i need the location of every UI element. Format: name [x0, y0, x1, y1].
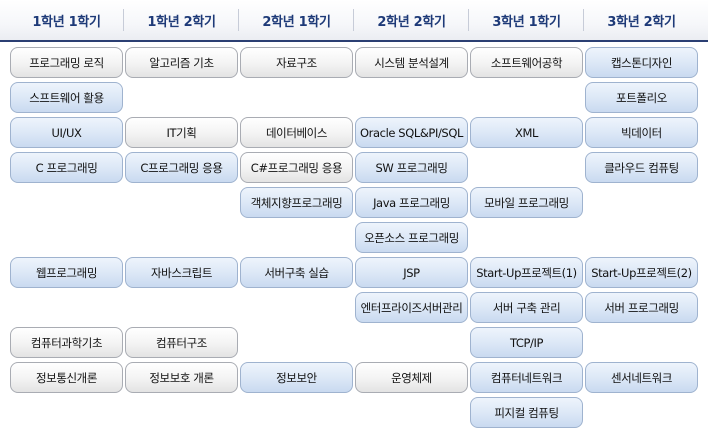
course-label: 프로그래밍 로직 — [29, 55, 104, 70]
course-label: Oracle SQL&PI/SQL — [360, 125, 463, 140]
course-button[interactable]: 서버 프로그래밍 — [585, 292, 698, 323]
course-button[interactable]: 소프트웨어공학 — [470, 47, 583, 78]
course-label: 정보보안 — [276, 370, 317, 385]
course-label: IT기획 — [166, 125, 197, 140]
course-label: 정보통신개론 — [35, 370, 98, 385]
header-semester-1: 1학년 1학기 — [32, 14, 101, 30]
course-label: 알고리즘 기초 — [149, 55, 214, 70]
course-label: 정보보호 개론 — [149, 370, 214, 385]
course-button[interactable]: 알고리즘 기초 — [125, 47, 238, 78]
course-label: TCP/IP — [509, 335, 544, 350]
course-button[interactable]: Start-Up프로젝트(1) — [470, 257, 583, 288]
course-button[interactable]: 서버구축 실습 — [240, 257, 353, 288]
semester-header: 1학년 1학기 1학년 2학기 2학년 1학기 2학년 2학기 3학년 1학기 3학년 2… — [0, 0, 708, 42]
course-button[interactable]: 엔터프라이즈서버관리 — [355, 292, 468, 323]
course-button[interactable]: 포트폴리오 — [585, 82, 698, 113]
course-button[interactable]: 센서네트워크 — [585, 362, 698, 393]
course-button[interactable]: 프로그래밍 로직 — [10, 47, 123, 78]
course-button[interactable]: 정보통신개론 — [10, 362, 123, 393]
header-separator — [468, 9, 469, 31]
course-label: 자료구조 — [276, 55, 317, 70]
course-label: 오픈소스 프로그래밍 — [364, 230, 459, 245]
course-button[interactable]: 데이터베이스 — [240, 117, 353, 148]
course-button[interactable]: TCP/IP — [470, 327, 583, 358]
course-label: 객체지향프로그래밍 — [250, 195, 343, 210]
course-button[interactable]: 자바스크립트 — [125, 257, 238, 288]
course-button[interactable]: 운영체제 — [355, 362, 468, 393]
course-button[interactable]: XML — [470, 117, 583, 148]
course-label: 서버구축 실습 — [264, 265, 329, 280]
course-label: 서버 구축 관리 — [492, 300, 561, 315]
course-label: XML — [514, 125, 538, 140]
course-label: C프로그래밍 응용 — [140, 160, 223, 175]
course-label: 자바스크립트 — [150, 265, 213, 280]
course-button[interactable]: UI/UX — [10, 117, 123, 148]
course-button[interactable]: Oracle SQL&PI/SQL — [355, 117, 468, 148]
course-button[interactable]: 서버 구축 관리 — [470, 292, 583, 323]
course-button[interactable]: Java 프로그래밍 — [355, 187, 468, 218]
header-separator — [583, 9, 584, 31]
course-label: 시스템 분석설계 — [374, 55, 449, 70]
header-semester-4: 2학년 2학기 — [377, 14, 446, 30]
header-semester-3: 2학년 1학기 — [262, 14, 331, 30]
course-label: 웹프로그래밍 — [35, 265, 98, 280]
course-label: C 프로그래밍 — [35, 160, 98, 175]
course-button[interactable]: 피지컬 컴퓨팅 — [470, 397, 583, 428]
course-label: 캡스톤디자인 — [610, 55, 673, 70]
course-label: C#프로그래밍 응용 — [250, 160, 343, 175]
course-button[interactable]: IT기획 — [125, 117, 238, 148]
header-semester-5: 3학년 1학기 — [492, 14, 561, 30]
course-label: SW 프로그래밍 — [375, 160, 448, 175]
header-semester-2: 1학년 2학기 — [147, 14, 216, 30]
course-button[interactable]: 스프트웨어 활용 — [10, 82, 123, 113]
course-button[interactable]: 정보보안 — [240, 362, 353, 393]
course-button[interactable]: 모바일 프로그래밍 — [470, 187, 583, 218]
course-button[interactable]: 컴퓨터과학기초 — [10, 327, 123, 358]
course-label: 운영체제 — [391, 370, 432, 385]
course-label: JSP — [403, 265, 420, 280]
course-button[interactable]: 웹프로그래밍 — [10, 257, 123, 288]
course-label: Start-Up프로젝트(1) — [476, 265, 577, 280]
course-button[interactable]: 오픈소스 프로그래밍 — [355, 222, 468, 253]
course-label: 서버 프로그래밍 — [604, 300, 679, 315]
course-button[interactable]: SW 프로그래밍 — [355, 152, 468, 183]
course-button[interactable]: 자료구조 — [240, 47, 353, 78]
course-button[interactable]: C 프로그래밍 — [10, 152, 123, 183]
course-label: 모바일 프로그래밍 — [484, 195, 569, 210]
course-label: 컴퓨터네트워크 — [490, 370, 563, 385]
course-button[interactable]: Start-Up프로젝트(2) — [585, 257, 698, 288]
course-label: 소프트웨어공학 — [490, 55, 563, 70]
header-separator — [238, 9, 239, 31]
course-label: 스프트웨어 활용 — [29, 90, 104, 105]
course-label: UI/UX — [51, 125, 82, 140]
course-label: 빅데이터 — [621, 125, 662, 140]
course-label: 피지컬 컴퓨팅 — [494, 405, 559, 420]
header-semester-6: 3학년 2학기 — [607, 14, 676, 30]
course-button[interactable]: 객체지향프로그래밍 — [240, 187, 353, 218]
course-label: Start-Up프로젝트(2) — [591, 265, 692, 280]
course-button[interactable]: 컴퓨터구조 — [125, 327, 238, 358]
course-button[interactable]: 클라우드 컴퓨팅 — [585, 152, 698, 183]
course-label: 포트폴리오 — [616, 90, 667, 105]
header-separator — [123, 9, 124, 31]
course-button[interactable]: C프로그래밍 응용 — [125, 152, 238, 183]
course-label: 엔터프라이즈서버관리 — [360, 300, 463, 315]
course-button[interactable]: C#프로그래밍 응용 — [240, 152, 353, 183]
course-button[interactable]: 빅데이터 — [585, 117, 698, 148]
course-button[interactable]: 정보보호 개론 — [125, 362, 238, 393]
course-button[interactable]: 시스템 분석설계 — [355, 47, 468, 78]
course-label: 클라우드 컴퓨팅 — [604, 160, 679, 175]
course-button[interactable]: 캡스톤디자인 — [585, 47, 698, 78]
course-label: Java 프로그래밍 — [373, 195, 450, 210]
course-label: 센서네트워크 — [610, 370, 673, 385]
course-button[interactable]: JSP — [355, 257, 468, 288]
header-separator — [353, 9, 354, 31]
course-label: 컴퓨터과학기초 — [30, 335, 103, 350]
course-label: 데이터베이스 — [265, 125, 328, 140]
course-label: 컴퓨터구조 — [156, 335, 207, 350]
course-button[interactable]: 컴퓨터네트워크 — [470, 362, 583, 393]
